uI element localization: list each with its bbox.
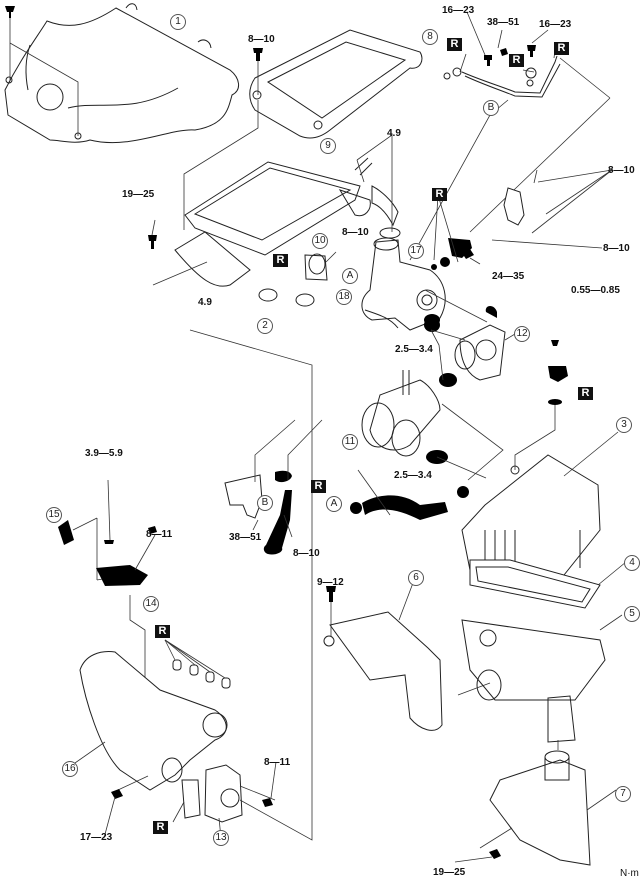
torque-label: 8—11 xyxy=(264,757,291,768)
callout-2: 2 xyxy=(257,318,273,334)
replace-marker: R xyxy=(273,254,288,267)
resonance-chamber-drawing xyxy=(489,750,591,866)
callout-9: 9 xyxy=(320,138,336,154)
torque-label: 16—23 xyxy=(539,19,572,30)
torque-unit-label: N·m xyxy=(620,868,639,879)
replace-marker: R xyxy=(509,54,524,67)
torque-label: 2.5—3.4 xyxy=(394,470,432,481)
replace-marker: R xyxy=(153,821,168,834)
callout-10: 10 xyxy=(312,233,328,249)
torque-label: 3.9—5.9 xyxy=(85,448,123,459)
callout-15: 15 xyxy=(46,507,62,523)
replace-marker: R xyxy=(311,480,326,493)
fresh-air-duct-drawing xyxy=(323,611,443,731)
oil-pipe-drawing xyxy=(443,55,561,98)
torque-label: 19—25 xyxy=(433,867,466,878)
ref-mark-b-lower: B xyxy=(257,495,273,511)
callout-13: 13 xyxy=(213,830,229,846)
ref-mark-b-upper: B xyxy=(483,100,499,116)
replace-marker: R xyxy=(432,188,447,201)
torque-label: 0.55—0.85 xyxy=(571,285,620,296)
part-12-drawing xyxy=(454,324,506,381)
torque-label: 16—23 xyxy=(442,5,475,16)
torque-label: 19—25 xyxy=(122,189,155,200)
torque-label: 4.9 xyxy=(387,128,401,139)
intake-manifold-drawing xyxy=(79,651,231,791)
replace-marker: R xyxy=(578,387,593,400)
torque-label: 9—12 xyxy=(317,577,344,588)
torque-label: 8—10 xyxy=(248,34,275,45)
callout-4: 4 xyxy=(624,555,640,571)
part-13-drawing xyxy=(181,764,243,823)
engine-cover-drawing xyxy=(4,3,239,144)
replace-marker: R xyxy=(554,42,569,55)
replace-marker: R xyxy=(447,38,462,51)
callout-6: 6 xyxy=(408,570,424,586)
bracket-b-drawing xyxy=(224,474,263,519)
torque-label: 4.9 xyxy=(198,297,212,308)
intercooler-cover-drawing xyxy=(249,29,423,139)
callout-5: 5 xyxy=(624,606,640,622)
intercooler-drawing xyxy=(174,161,371,287)
torque-label: 8—10 xyxy=(293,548,320,559)
callout-8: 8 xyxy=(422,29,438,45)
torque-label: 8—10 xyxy=(603,243,630,254)
callout-11: 11 xyxy=(342,434,358,450)
valve-10-drawing xyxy=(258,253,328,307)
air-hose-11-drawing xyxy=(361,370,441,457)
callout-3: 3 xyxy=(616,417,632,433)
ref-mark-a-upper: A xyxy=(342,268,358,284)
ref-mark-a-lower: A xyxy=(326,496,342,512)
callout-16: 16 xyxy=(62,761,78,777)
callout-17: 17 xyxy=(408,243,424,259)
bracket-drawing xyxy=(503,187,525,226)
torque-label: 2.5—3.4 xyxy=(395,344,433,355)
torque-label: 8—10 xyxy=(342,227,369,238)
air-cleaner-case-drawing xyxy=(461,619,606,743)
callout-1: 1 xyxy=(170,14,186,30)
torque-label: 38—51 xyxy=(487,17,520,28)
callout-18: 18 xyxy=(336,289,352,305)
callout-14: 14 xyxy=(143,596,159,612)
air-filter-drawing xyxy=(469,559,601,609)
hose-4-9-drawing xyxy=(354,157,401,239)
torque-label: 8—10 xyxy=(608,165,635,176)
torque-label: 38—51 xyxy=(229,532,262,543)
callout-12: 12 xyxy=(514,326,530,342)
torque-label: 24—35 xyxy=(492,271,525,282)
turbocharger-drawing xyxy=(361,237,446,331)
callout-7: 7 xyxy=(615,786,631,802)
torque-label: 8—11 xyxy=(146,529,173,540)
torque-label: 17—23 xyxy=(80,832,113,843)
replace-marker: R xyxy=(155,625,170,638)
